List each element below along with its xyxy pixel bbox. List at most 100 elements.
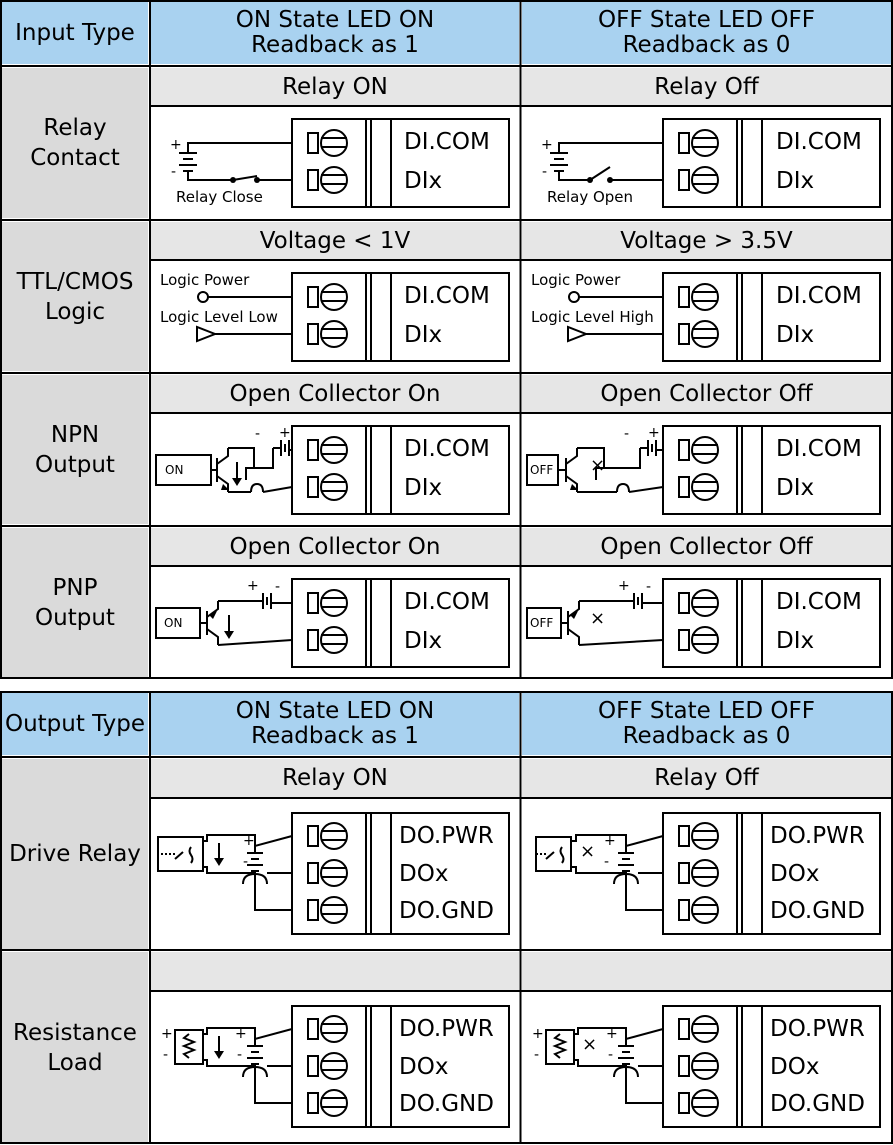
plus-sign: + — [618, 578, 630, 594]
header-off-state: OFF State LED OFF Readback as 0 — [522, 2, 891, 64]
relay-close-schematic — [179, 118, 510, 208]
terminal-dix: DIx — [776, 628, 815, 654]
minus-sign: - — [624, 426, 630, 442]
relay-note: Relay Open — [547, 188, 634, 206]
header-input-type-text: Input Type — [15, 19, 135, 46]
terminal-dox: DOx — [770, 1054, 820, 1080]
row-label-pnp: PNP Output — [2, 528, 148, 677]
caption-text: Voltage > 3.5V — [620, 227, 793, 254]
resistance-off-schematic — [545, 1005, 881, 1128]
minus-sign: - — [275, 579, 281, 595]
caption-pnp-off: Open Collector Off — [522, 528, 891, 565]
row-label-drive-relay: Drive Relay — [2, 759, 148, 949]
caption-relay-on: Relay ON — [151, 68, 519, 105]
minus-sign: - — [646, 579, 652, 595]
header-off-state-text: OFF State LED OFF Readback as 0 — [598, 698, 815, 749]
terminal-do-pwr: DO.PWR — [399, 823, 494, 849]
diagram-resistance-on: + - + - DO.PWR DOx DO.GND — [151, 992, 519, 1143]
header-output-type-text: Output Type — [4, 710, 146, 737]
caption-drive-relay-on: Relay ON — [151, 759, 519, 797]
plus-sign: + — [532, 1026, 544, 1042]
terminal-di-com: DI.COM — [776, 129, 862, 155]
resistance-on-schematic — [174, 1005, 510, 1128]
terminal-di-com: DI.COM — [404, 436, 490, 462]
header-on-state: ON State LED ON Readback as 1 — [151, 693, 519, 755]
npn-on-schematic — [155, 425, 510, 515]
caption-npn-off: Open Collector Off — [522, 375, 891, 412]
relay-open-schematic — [550, 118, 881, 208]
caption-text: Relay Off — [654, 73, 759, 100]
row-label-text: Resistance Load — [13, 1019, 137, 1076]
minus-sign: - — [163, 1047, 169, 1063]
caption-npn-on: Open Collector On — [151, 375, 519, 412]
row-label-ttl-cmos: TTL/CMOS Logic — [2, 222, 148, 371]
logic-level-label: Logic Level High — [531, 308, 654, 326]
terminal-do-gnd: DO.GND — [399, 898, 494, 924]
terminal-dix: DIx — [776, 475, 815, 501]
ttl-low-schematic — [196, 272, 510, 362]
diagram-relay-open: + - Relay Open DI.COM DIx — [522, 107, 891, 218]
diagram-npn-on: ON - + DI.COM DIx — [151, 414, 519, 524]
output-type-table: Output Type ON State LED ON Readback as … — [0, 691, 893, 1145]
plus-sign: + — [606, 1026, 618, 1042]
terminal-do-pwr: DO.PWR — [770, 823, 865, 849]
row-label-relay-contact: Relay Contact — [2, 68, 148, 218]
terminal-di-com: DI.COM — [404, 129, 490, 155]
plus-sign: + — [235, 1026, 247, 1042]
row-label-npn: NPN Output — [2, 375, 148, 524]
minus-sign: - — [534, 1047, 540, 1063]
caption-text: Relay ON — [282, 765, 388, 791]
terminal-dox: DOx — [399, 861, 449, 887]
plus-sign: + — [604, 833, 616, 849]
diagram-relay-close: + - Relay Close DI.COM DIx — [151, 107, 519, 218]
header-off-state-text: OFF State LED OFF Readback as 0 — [598, 7, 815, 58]
terminal-di-com: DI.COM — [404, 283, 490, 309]
output-table-grid — [0, 691, 893, 1144]
minus-sign: - — [542, 164, 548, 180]
caption-resistance-off — [522, 952, 891, 990]
terminal-dix: DIx — [404, 322, 443, 348]
minus-sign: - — [171, 164, 177, 180]
minus-sign: - — [237, 1047, 243, 1063]
pnp-off-schematic — [526, 578, 881, 668]
caption-text: Relay Off — [654, 765, 759, 791]
terminal-dix: DIx — [404, 475, 443, 501]
logic-power-label: Logic Power — [160, 271, 250, 289]
cross-mark: × — [580, 841, 596, 862]
caption-resistance-on — [151, 952, 519, 990]
minus-sign: - — [604, 854, 610, 870]
caption-text: Open Collector Off — [600, 380, 813, 407]
terminal-do-gnd: DO.GND — [770, 898, 865, 924]
relay-note: Relay Close — [176, 188, 263, 206]
plus-sign: + — [243, 833, 255, 849]
terminal-dix: DIx — [404, 168, 443, 194]
box-label-on: ON — [164, 616, 183, 630]
pnp-on-schematic — [155, 578, 510, 668]
header-output-type: Output Type — [2, 693, 148, 755]
minus-sign: - — [255, 426, 261, 442]
diagram-drive-relay-on: + - DO.PWR DOx DO.GND — [151, 799, 519, 949]
row-label-resistance-load: Resistance Load — [2, 952, 148, 1143]
row-label-text: NPN Output — [35, 421, 115, 478]
caption-text: Open Collector Off — [600, 533, 813, 560]
row-label-text: PNP Output — [35, 574, 115, 631]
terminal-do-gnd: DO.GND — [399, 1091, 494, 1117]
diagram-ttl-high: Logic Power Logic Level High DI.COM DIx — [522, 261, 891, 371]
diagram-ttl-low: Logic Power Logic Level Low DI.COM DIx — [151, 261, 519, 371]
terminal-dox: DOx — [399, 1054, 449, 1080]
logic-level-label: Logic Level Low — [160, 308, 278, 326]
row-label-text: Drive Relay — [9, 841, 141, 867]
row-label-text: TTL/CMOS Logic — [16, 268, 134, 325]
caption-text: Open Collector On — [229, 380, 441, 407]
diagram-drive-relay-off: × + - DO.PWR DOx DO.GND — [522, 799, 891, 949]
minus-sign: - — [243, 854, 249, 870]
drive-relay-off-schematic — [535, 812, 881, 935]
plus-sign: + — [161, 1026, 173, 1042]
terminal-di-com: DI.COM — [776, 589, 862, 615]
npn-off-schematic — [526, 425, 881, 515]
caption-text: Voltage < 1V — [259, 227, 411, 254]
terminal-dix: DIx — [404, 628, 443, 654]
plus-sign: + — [279, 425, 291, 441]
box-label-on: ON — [165, 463, 184, 477]
plus-sign: + — [648, 425, 660, 441]
